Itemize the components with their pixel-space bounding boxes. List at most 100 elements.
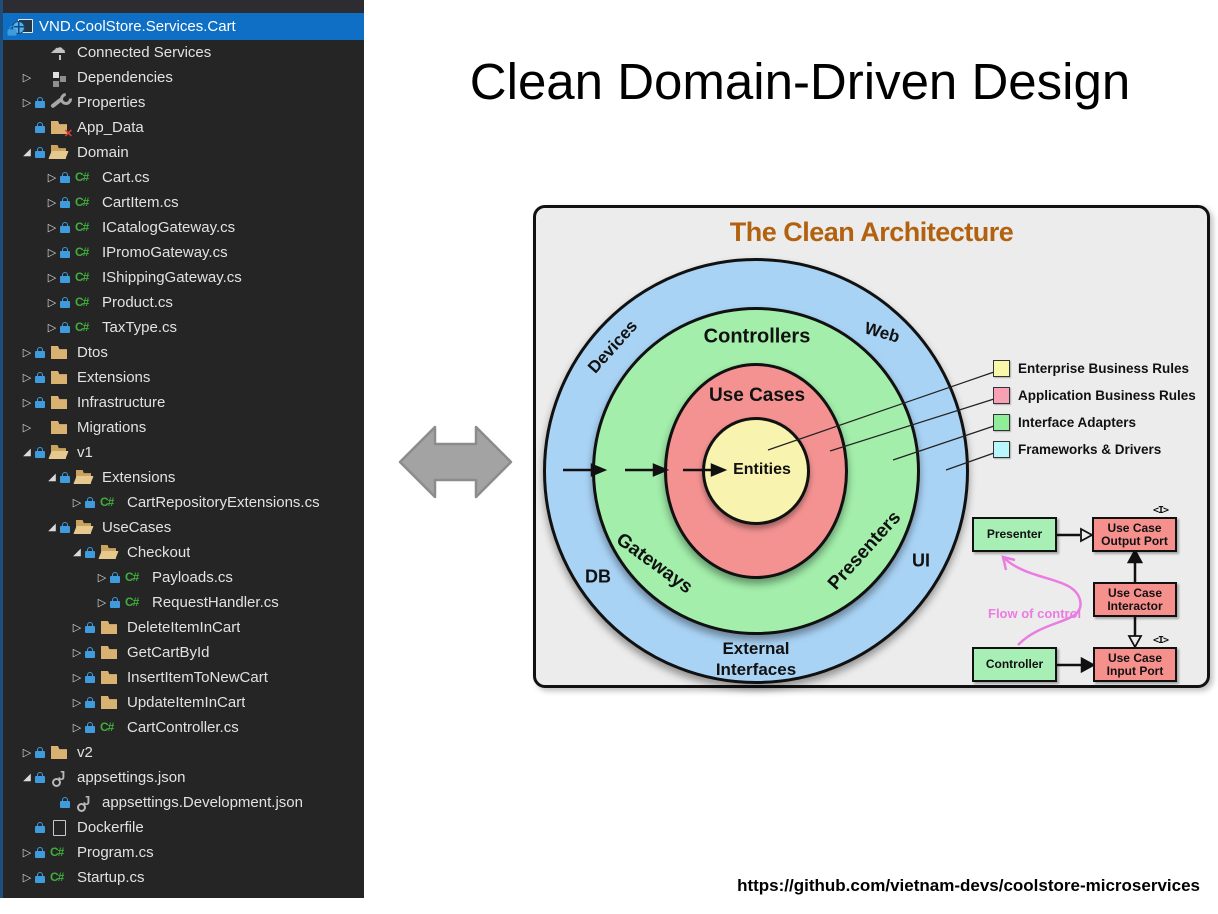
expand-arrow[interactable]: ▷ xyxy=(72,621,82,634)
lock-icon xyxy=(110,596,120,608)
tree-item[interactable]: ▷ Payloads.cs xyxy=(3,565,364,590)
expand-arrow[interactable]: ▷ xyxy=(22,346,32,359)
collapse-arrow[interactable]: ◢ xyxy=(23,772,31,783)
tree-item[interactable]: ▷ Properties xyxy=(3,90,364,115)
bidirectional-arrow-icon xyxy=(398,425,513,499)
folder-open-icon xyxy=(75,515,95,540)
lock-icon xyxy=(60,196,70,208)
item-label: Extensions xyxy=(102,469,176,486)
tree-item[interactable]: ▷ Program.cs xyxy=(3,840,364,865)
collapse-arrow[interactable]: ◢ xyxy=(23,147,31,158)
expand-arrow[interactable]: ▷ xyxy=(72,696,82,709)
label-entities: Entities xyxy=(733,461,791,478)
tree-item[interactable]: appsettings.Development.json xyxy=(3,790,364,815)
item-label: GetCartById xyxy=(127,644,210,661)
expand-arrow[interactable]: ▷ xyxy=(22,421,32,434)
tree-item[interactable]: App_Data xyxy=(3,115,364,140)
tree-item[interactable]: ▷ RequestHandler.cs xyxy=(3,590,364,615)
tree-item[interactable]: ▷ Dtos xyxy=(3,340,364,365)
expand-arrow[interactable]: ▷ xyxy=(97,596,107,609)
tree-item[interactable]: ◢ Domain xyxy=(3,140,364,165)
tree-item[interactable]: ▷ TaxType.cs xyxy=(3,315,364,340)
collapse-arrow[interactable]: ◢ xyxy=(73,547,81,558)
collapse-arrow[interactable]: ◢ xyxy=(48,472,56,483)
tree-item[interactable]: ▷ Infrastructure xyxy=(3,390,364,415)
csharp-icon xyxy=(75,265,95,290)
lock-icon xyxy=(60,321,70,333)
tree-item[interactable]: ▷ IPromoGateway.cs xyxy=(3,240,364,265)
tree-item[interactable]: ▷ InsertItemToNewCart xyxy=(3,665,364,690)
tree-item[interactable]: ▷ UpdateItemInCart xyxy=(3,690,364,715)
expand-arrow[interactable]: ▷ xyxy=(47,171,57,184)
expand-arrow[interactable]: ▷ xyxy=(22,846,32,859)
tree-item[interactable]: ▷ Product.cs xyxy=(3,290,364,315)
expand-arrow[interactable]: ▷ xyxy=(72,671,82,684)
tree-item[interactable]: ▷ IShippingGateway.cs xyxy=(3,265,364,290)
expand-arrow[interactable]: ▷ xyxy=(97,571,107,584)
tree-item[interactable]: Connected Services xyxy=(3,38,364,65)
tree-item[interactable]: ▷ Dependencies xyxy=(3,65,364,90)
lock-icon xyxy=(35,771,45,783)
tree-item[interactable]: ▷ Cart.cs xyxy=(3,165,364,190)
item-label: Cart.cs xyxy=(102,169,150,186)
tree-item[interactable]: ◢ v1 xyxy=(3,440,364,465)
item-label: v1 xyxy=(77,444,93,461)
lock-icon xyxy=(35,371,45,383)
tree-item[interactable]: ▷ Startup.cs xyxy=(3,865,364,890)
expand-arrow[interactable]: ▷ xyxy=(47,296,57,309)
legend-swatch xyxy=(993,414,1010,431)
expand-arrow[interactable]: ▷ xyxy=(22,371,32,384)
presenter-box: Presenter xyxy=(972,517,1057,552)
expand-arrow[interactable]: ▷ xyxy=(22,871,32,884)
tree-item[interactable]: ▷ Extensions xyxy=(3,365,364,390)
expand-arrow[interactable]: ▷ xyxy=(22,746,32,759)
tree-item[interactable]: ◢ Extensions xyxy=(3,465,364,490)
expand-arrow[interactable]: ▷ xyxy=(72,721,82,734)
tree-item[interactable]: ▷ CartRepositoryExtensions.cs xyxy=(3,490,364,515)
expand-arrow[interactable]: ▷ xyxy=(72,496,82,509)
item-label: Infrastructure xyxy=(77,394,166,411)
wrench-icon xyxy=(50,90,70,115)
tree-item[interactable]: ▷ GetCartById xyxy=(3,640,364,665)
file-icon xyxy=(50,815,70,840)
collapse-arrow[interactable]: ◢ xyxy=(48,522,56,533)
expand-arrow[interactable]: ▷ xyxy=(47,221,57,234)
item-label: appsettings.json xyxy=(77,769,186,786)
expand-arrow[interactable]: ▷ xyxy=(22,96,32,109)
tree-item[interactable]: Dockerfile xyxy=(3,815,364,840)
tree-item[interactable]: ▷ CartController.cs xyxy=(3,715,364,740)
item-label: Extensions xyxy=(77,369,151,386)
tree-item[interactable]: ◢ appsettings.json xyxy=(3,765,364,790)
item-label: Properties xyxy=(77,94,146,111)
csharp-icon xyxy=(75,240,95,265)
use-case-output-port-box: Use Case Output Port xyxy=(1092,517,1177,552)
expand-arrow[interactable]: ▷ xyxy=(47,321,57,334)
expand-arrow[interactable]: ▷ xyxy=(47,196,57,209)
item-label: Dockerfile xyxy=(77,819,144,836)
lock-icon xyxy=(85,546,95,558)
tree-item[interactable]: ▷ ICatalogGateway.cs xyxy=(3,215,364,240)
tree-item[interactable]: ▷ DeleteItemInCart xyxy=(3,615,364,640)
tree-item[interactable]: ◢ UseCases xyxy=(3,515,364,540)
folder-icon xyxy=(100,615,120,640)
lock-icon xyxy=(85,496,95,508)
item-label: v2 xyxy=(77,744,93,761)
deps-icon xyxy=(50,65,70,90)
expand-arrow[interactable]: ▷ xyxy=(22,396,32,409)
folder-open-icon xyxy=(100,540,120,565)
tree-item[interactable]: ▷ Migrations xyxy=(3,415,364,440)
item-label: IShippingGateway.cs xyxy=(102,269,242,286)
item-label: DeleteItemInCart xyxy=(127,619,241,636)
expand-arrow[interactable]: ▷ xyxy=(72,646,82,659)
folder-icon xyxy=(50,365,70,390)
csharp-icon xyxy=(125,590,145,615)
lock-icon xyxy=(35,846,45,858)
expand-arrow[interactable]: ▷ xyxy=(22,71,32,84)
expand-arrow[interactable]: ▷ xyxy=(47,271,57,284)
collapse-arrow[interactable]: ◢ xyxy=(23,447,31,458)
tree-item[interactable]: ▷ v2 xyxy=(3,740,364,765)
tree-item[interactable]: ◢ Checkout xyxy=(3,540,364,565)
project-node[interactable]: VND.CoolStore.Services.Cart xyxy=(3,13,364,40)
tree-item[interactable]: ▷ CartItem.cs xyxy=(3,190,364,215)
expand-arrow[interactable]: ▷ xyxy=(47,246,57,259)
